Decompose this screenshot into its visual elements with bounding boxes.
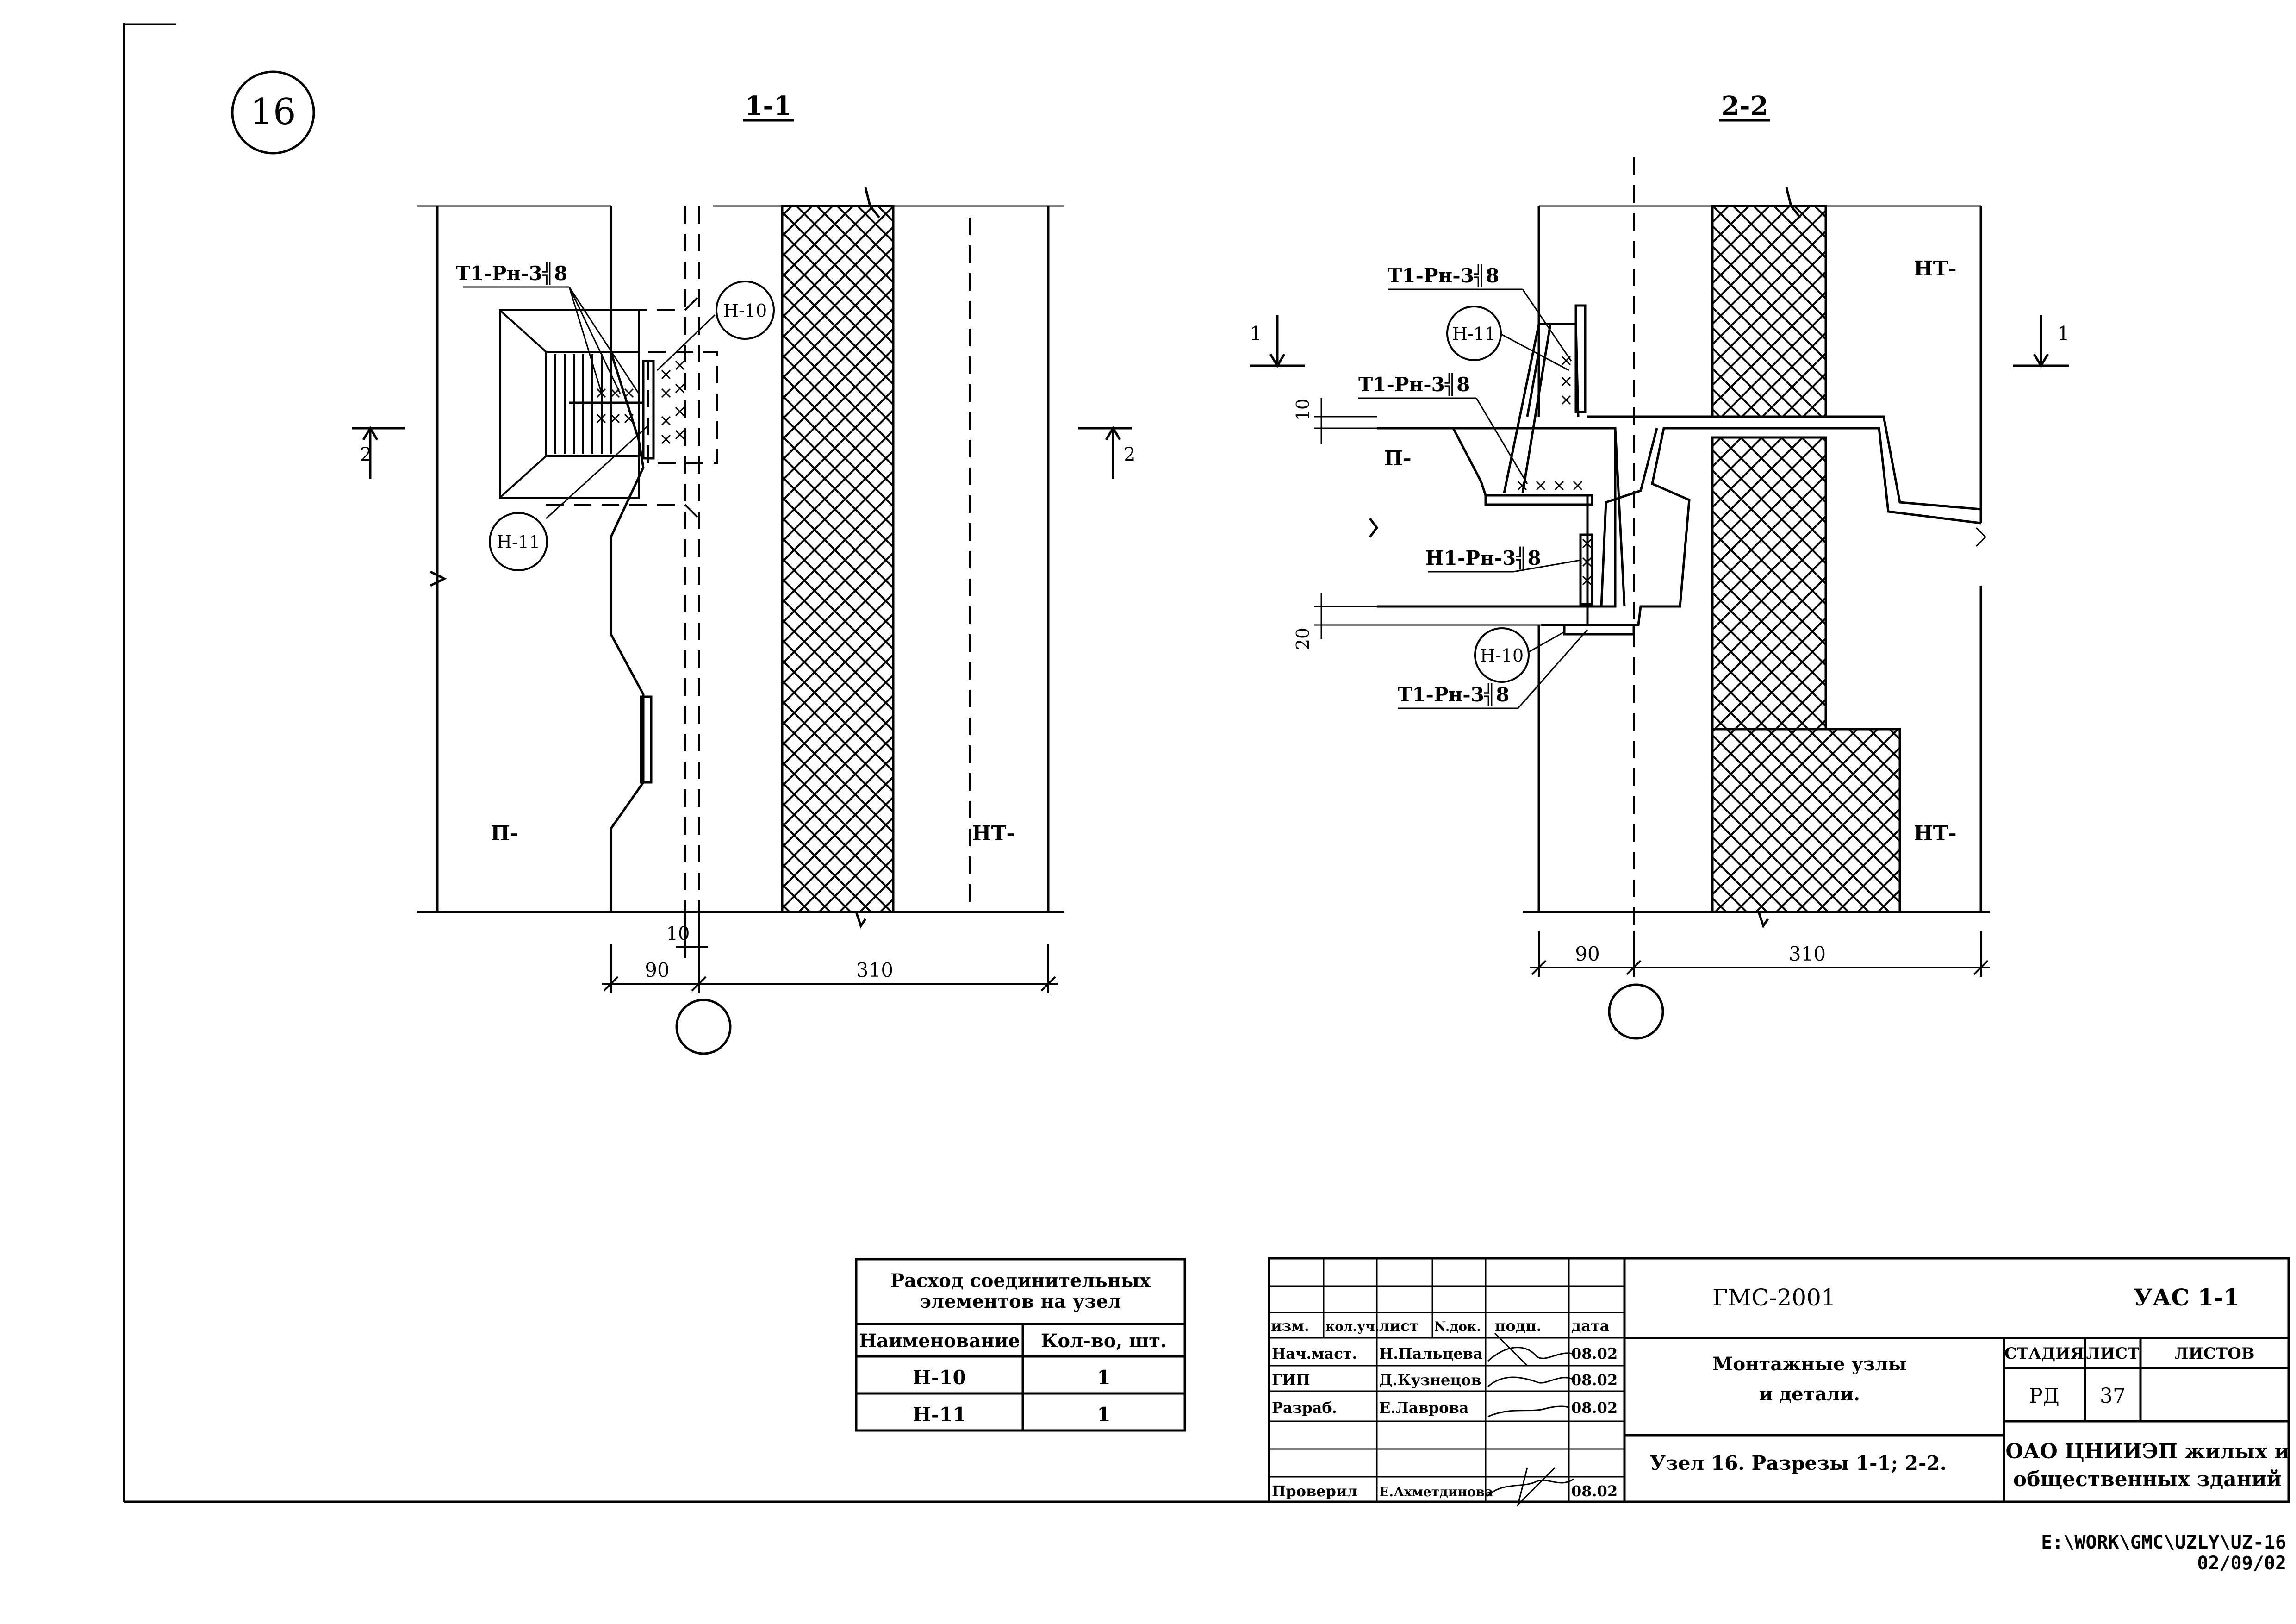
tb-sheet: 37 [2100, 1384, 2126, 1408]
file-date: 02/09/02 [2197, 1553, 2286, 1574]
elements-table: Расход соединительных элементов на узел … [855, 1258, 1186, 1432]
cut-mark-2-right-label: 2 [1124, 444, 1135, 465]
table-row-name: Н-11 [913, 1403, 966, 1426]
section-2-title: 2-2 [1721, 91, 1768, 121]
axis-circle-1 [675, 999, 732, 1055]
section-1-title: 1-1 [745, 91, 791, 121]
tb-col-podp: подп. [1495, 1317, 1542, 1335]
table-row-qty: 1 [1097, 1403, 1110, 1426]
tb-date: 08.02 [1571, 1345, 1618, 1362]
callout-h11-2: Н-11 [1446, 306, 1502, 361]
tb-code: УАС 1-1 [2134, 1284, 2240, 1311]
tb-sheets-label: ЛИСТОВ [2175, 1344, 2255, 1363]
insulation-layer [781, 205, 895, 913]
table-title-line1: Расход соединительных [890, 1270, 1151, 1292]
table-header-qty: Кол-во, шт. [1041, 1330, 1167, 1352]
panel-label-right-bottom: НТ- [1914, 822, 1957, 845]
weld-label-t1: Т1-Рн-3╣8 [456, 262, 567, 285]
weld-marks-2 [1517, 356, 1592, 586]
callout-h10-2: Н-10 [1474, 627, 1530, 683]
tb-name: Е.Ахметдинова [1379, 1484, 1493, 1499]
dimension-vertical [1314, 398, 1541, 639]
dim-10-v: 10 [1293, 399, 1313, 421]
callout-h10: Н-10 [716, 281, 775, 340]
dim-310: 310 [856, 959, 893, 981]
weld-label-bottom: Т1-Рн-3╣8 [1398, 683, 1509, 706]
dim-90-2: 90 [1575, 943, 1599, 965]
weld-label-mid: Т1-Рн-3╣8 [1358, 373, 1470, 396]
tb-role: Нач.маст. [1272, 1345, 1357, 1362]
cut-mark-2-right [1078, 426, 1132, 479]
dim-20-v: 20 [1293, 628, 1313, 650]
tb-role: ГИП [1272, 1371, 1310, 1389]
cut-mark-2-left [352, 426, 405, 479]
sheet-border [123, 23, 2290, 1503]
insulation-top [1711, 205, 1827, 418]
dim-10: 10 [666, 923, 690, 944]
tb-col-kol: кол.уч. [1325, 1319, 1380, 1334]
tb-stage-label: СТАДИЯ [2004, 1344, 2084, 1363]
panel-label-right-top: НТ- [1914, 257, 1957, 281]
tb-name: Н.Пальцева [1379, 1345, 1483, 1362]
cut-mark-1-right [2013, 315, 2069, 368]
tb-stage: РД [2029, 1384, 2059, 1408]
tb-org-line1: ОАО ЦНИИЭП жилых и [2005, 1440, 2289, 1463]
node-number: 16 [250, 91, 296, 133]
axis-circle-2 [1608, 983, 1664, 1040]
tb-desc-line2: и детали. [1759, 1383, 1860, 1405]
tb-col-data: дата [1571, 1317, 1610, 1335]
svg-text:Н-10: Н-10 [1480, 645, 1524, 666]
tb-col-ndok: N.док. [1434, 1319, 1481, 1334]
tb-project: ГМС-2001 [1712, 1284, 1836, 1311]
cut-mark-1-left [1250, 315, 1305, 368]
section-2-2: 2-2 [1250, 91, 2070, 1040]
tb-node-desc: Узел 16. Разрезы 1-1; 2-2. [1650, 1452, 1947, 1474]
tb-role: Проверил [1272, 1482, 1357, 1500]
dimension-line-1 [602, 912, 1058, 993]
tb-desc-line1: Монтажные узлы [1712, 1353, 1907, 1375]
panel-label-left-2: П- [1384, 447, 1412, 470]
insulation-mid [1711, 436, 1827, 731]
dim-310-2: 310 [1789, 943, 1826, 965]
tb-org-line2: общественных зданий [2013, 1468, 2282, 1491]
callout-h11: Н-11 [489, 512, 548, 571]
file-path: E:\WORK\GMC\UZLY\UZ-16 [2041, 1532, 2286, 1553]
title-block: изм. кол.уч. лист N.док. подп. дата Нач.… [1268, 1257, 2290, 1507]
table-title-line2: элементов на узел [920, 1291, 1121, 1312]
node-number-marker: 16 [231, 70, 315, 155]
dim-90: 90 [645, 959, 669, 981]
insulation-bottom [1711, 728, 1901, 913]
tb-date: 08.02 [1571, 1399, 1618, 1417]
tb-sheet-label: ЛИСТ [2086, 1344, 2140, 1363]
svg-text:Н-11: Н-11 [1452, 324, 1496, 344]
weld-label-top: Т1-Рн-3╣8 [1388, 264, 1499, 287]
tb-col-list: лист [1379, 1317, 1419, 1335]
tb-col-izm: изм. [1271, 1317, 1309, 1335]
tb-role: Разраб. [1272, 1399, 1337, 1417]
panel-label-left: П- [491, 822, 518, 845]
cut-mark-2-left-label: 2 [360, 444, 372, 465]
tb-date: 08.02 [1571, 1371, 1618, 1389]
signatures [1487, 1332, 1574, 1507]
cut-mark-1-right-label: 1 [2057, 322, 2070, 345]
panel-label-right: НТ- [972, 822, 1015, 845]
table-row-name: Н-10 [913, 1366, 966, 1389]
section-1-1: 1-1 [352, 91, 1135, 1055]
weld-label-h1: Н1-Рн-3╣8 [1425, 546, 1541, 570]
svg-text:Н-11: Н-11 [497, 532, 540, 552]
table-row-qty: 1 [1097, 1366, 1110, 1389]
svg-text:Н-10: Н-10 [723, 300, 767, 321]
table-header-name: Наименование [859, 1330, 1020, 1352]
cut-mark-1-left-label: 1 [1250, 322, 1262, 345]
tb-date: 08.02 [1571, 1482, 1618, 1500]
tb-name: Е.Лаврова [1379, 1399, 1468, 1417]
dimension-line-2 [1530, 931, 1990, 977]
tb-name: Д.Кузнецов [1379, 1371, 1481, 1389]
